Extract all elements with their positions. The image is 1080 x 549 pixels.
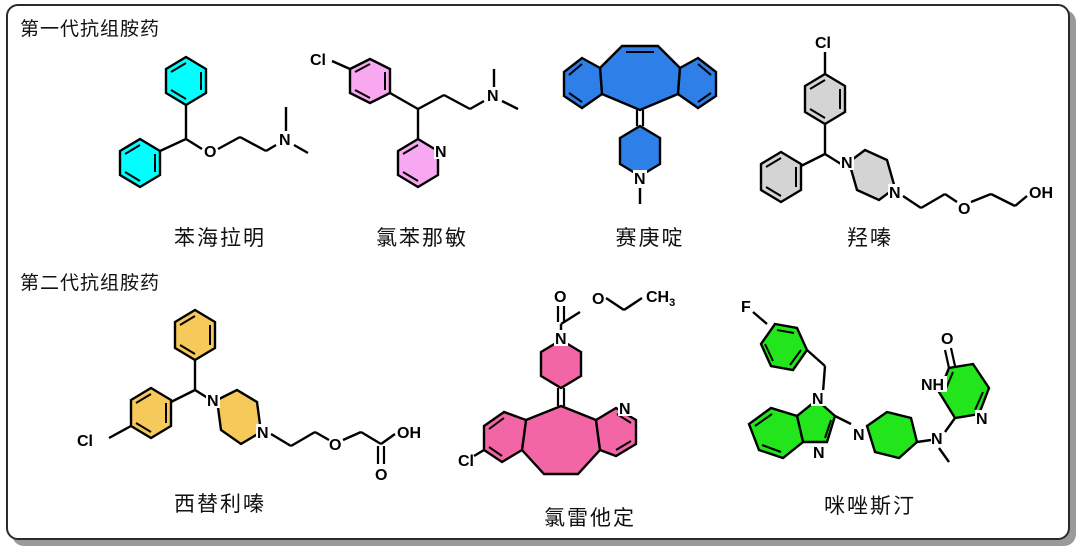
- label-mizolastine: 咪唑斯汀: [824, 494, 916, 518]
- piperidine-ring: [618, 124, 662, 178]
- label-diphenhydramine: 苯海拉明: [174, 226, 266, 250]
- atom-cl: Cl: [815, 35, 831, 52]
- atom-n: N: [555, 331, 567, 348]
- piperidine-ring: [539, 338, 583, 390]
- molecule-mizolastine: F N N N N O NH N: [741, 299, 991, 463]
- cyclohepta-ring: [520, 404, 602, 476]
- label-cetirizine: 西替利嗪: [174, 492, 266, 516]
- atom-n: N: [619, 401, 631, 418]
- imidazole-ring: [795, 398, 837, 444]
- section-title-second-gen: 第二代抗组胺药: [20, 272, 161, 294]
- pyridine-ring: [396, 137, 440, 189]
- atom-cl: Cl: [458, 453, 474, 470]
- atom-o: O: [204, 144, 216, 161]
- atom-n: N: [853, 427, 865, 444]
- label-loratadine: 氯雷他定: [544, 506, 636, 530]
- atom-o: O: [941, 331, 953, 348]
- atom-o: O: [592, 291, 604, 308]
- atom-n: N: [257, 425, 269, 442]
- molecule-cyproheptadine: N: [562, 44, 718, 204]
- atom-n: N: [813, 445, 825, 462]
- molecule-cetirizine: Cl N N O OH O: [77, 308, 421, 484]
- molecule-diphenhydramine: O N: [118, 55, 309, 189]
- atom-o: O: [554, 289, 566, 306]
- atom-n: N: [976, 411, 988, 428]
- label-hydroxyzine: 羟嗪: [847, 226, 893, 250]
- atom-ch3: CH3: [646, 289, 675, 309]
- atom-cl: Cl: [77, 433, 93, 450]
- atom-cl: Cl: [310, 52, 326, 69]
- central-ring: [598, 44, 682, 112]
- piperazine-ring: [215, 388, 263, 446]
- benzo-ring-left: [562, 56, 604, 110]
- atom-n: N: [435, 144, 447, 161]
- atom-n: N: [889, 185, 901, 202]
- atom-n: N: [812, 391, 824, 408]
- benzo-ring-right: [676, 56, 718, 110]
- chlorobenzo-ring: [482, 410, 528, 464]
- atom-f: F: [741, 299, 751, 316]
- atom-n: N: [487, 88, 499, 105]
- atom-o: O: [329, 437, 341, 454]
- label-cyproheptadine: 赛庚啶: [615, 226, 685, 250]
- atom-oh: OH: [1029, 185, 1053, 202]
- atom-n: N: [207, 393, 219, 410]
- molecule-hydroxyzine: Cl N N O OH: [759, 35, 1053, 218]
- section-title-first-gen: 第一代抗组胺药: [20, 18, 161, 40]
- atom-n: N: [931, 431, 943, 448]
- atom-oh: OH: [397, 425, 421, 442]
- atom-o: O: [375, 467, 387, 484]
- atom-o: O: [958, 201, 970, 218]
- atom-n: N: [279, 132, 291, 149]
- atom-nh: NH: [921, 377, 944, 394]
- label-chlorphenamine: 氯苯那敏: [376, 226, 468, 250]
- molecule-chlorphenamine: Cl N N: [310, 52, 519, 189]
- piperidine-ring: [865, 410, 919, 460]
- atom-n: N: [634, 171, 646, 188]
- molecule-loratadine: O O CH3 N Cl N: [458, 289, 675, 476]
- atom-n: N: [841, 155, 853, 172]
